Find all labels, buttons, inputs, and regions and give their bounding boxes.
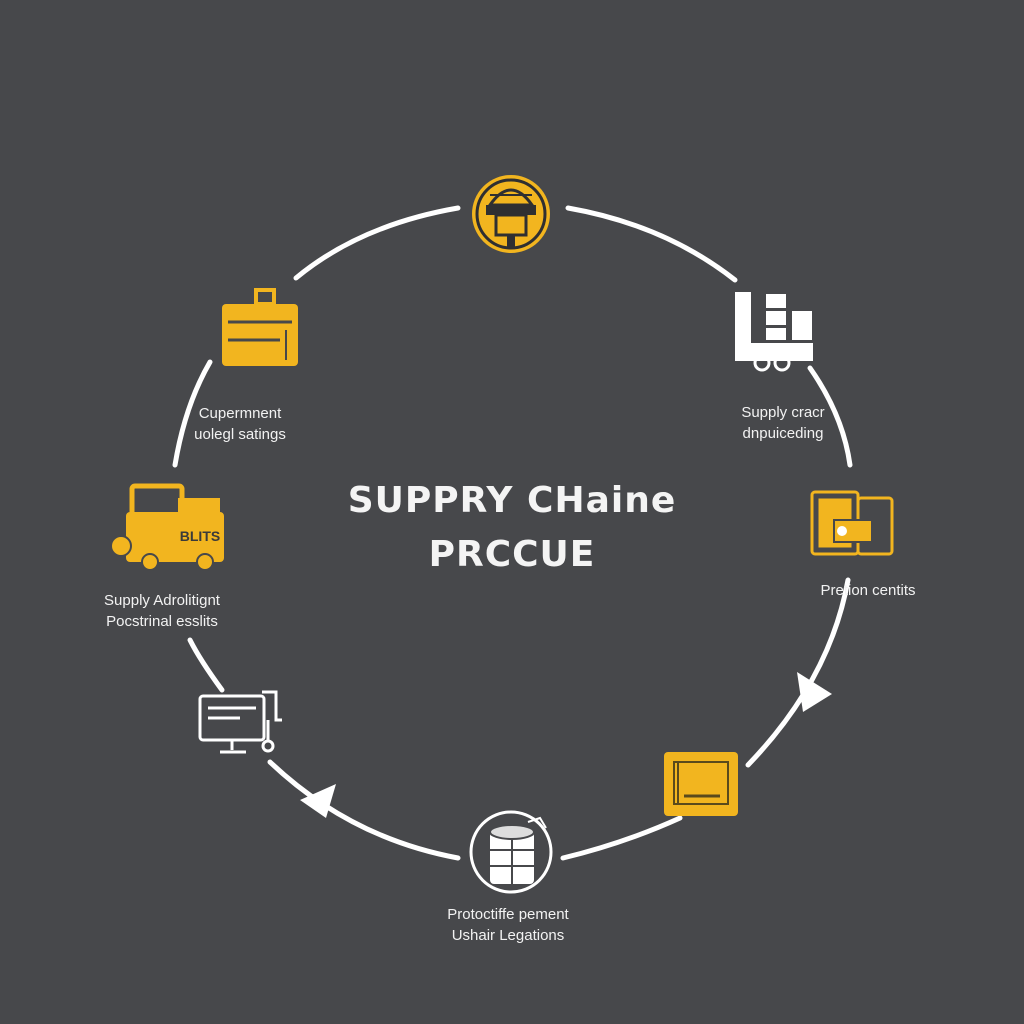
left-upper-label: Cupermnent uolegl satings <box>194 403 286 445</box>
device-icon <box>810 490 894 556</box>
left-mid-label: Supply Adrolitignt Pocstrinal esslits <box>104 590 220 632</box>
diagram-title-line1: SUPPRY CHaine <box>347 480 677 521</box>
bottom-label-line1: Protoctiffe pement <box>447 906 569 923</box>
ring-arc-right-upper <box>807 365 853 468</box>
computer-icon <box>198 690 282 754</box>
cycle-ring <box>172 205 853 861</box>
cart-icon <box>735 292 813 372</box>
ring-arc-bottom-left <box>267 759 461 861</box>
right-upper-label-line2: dnpuiceding <box>742 425 824 442</box>
ring-arc-left-upper <box>172 359 213 468</box>
bottom-label: Protoctiffe pement Ushair Legations <box>447 904 568 946</box>
right-upper-label-line1: Supply cracr <box>741 404 825 421</box>
ring-arc-bottom-right <box>560 815 683 861</box>
ring-arc-right-lower <box>745 577 851 768</box>
left-upper-label-line2: uolegl satings <box>194 426 286 443</box>
ring-arc-top-right <box>565 205 738 283</box>
right-upper-label: Supply cracr dnpuiceding <box>741 402 824 444</box>
box-icon <box>664 752 738 816</box>
right-mid-label-line1: Pretion centits <box>820 582 916 599</box>
ring-arc-left-lower <box>187 637 225 693</box>
ring-arc-top-left <box>293 205 461 281</box>
gate-icon <box>470 173 552 255</box>
left-upper-label-line1: Cupermnent <box>198 405 282 422</box>
forklift-icon-text: BLITS <box>180 528 220 544</box>
forklift-icon: BLITS <box>110 483 224 571</box>
left-mid-label-line1: Supply Adrolitignt <box>104 592 220 609</box>
printer-icon <box>222 288 298 366</box>
arrowhead-right <box>797 672 832 712</box>
right-mid-label: Pretion centits <box>820 580 915 601</box>
bottom-label-line2: Ushair Legations <box>451 927 565 944</box>
diagram-title-line2: PRCCUE <box>428 534 596 575</box>
database-icon <box>469 810 553 894</box>
arrowhead-left <box>300 784 336 818</box>
left-mid-label-line2: Pocstrinal esslits <box>106 613 218 630</box>
